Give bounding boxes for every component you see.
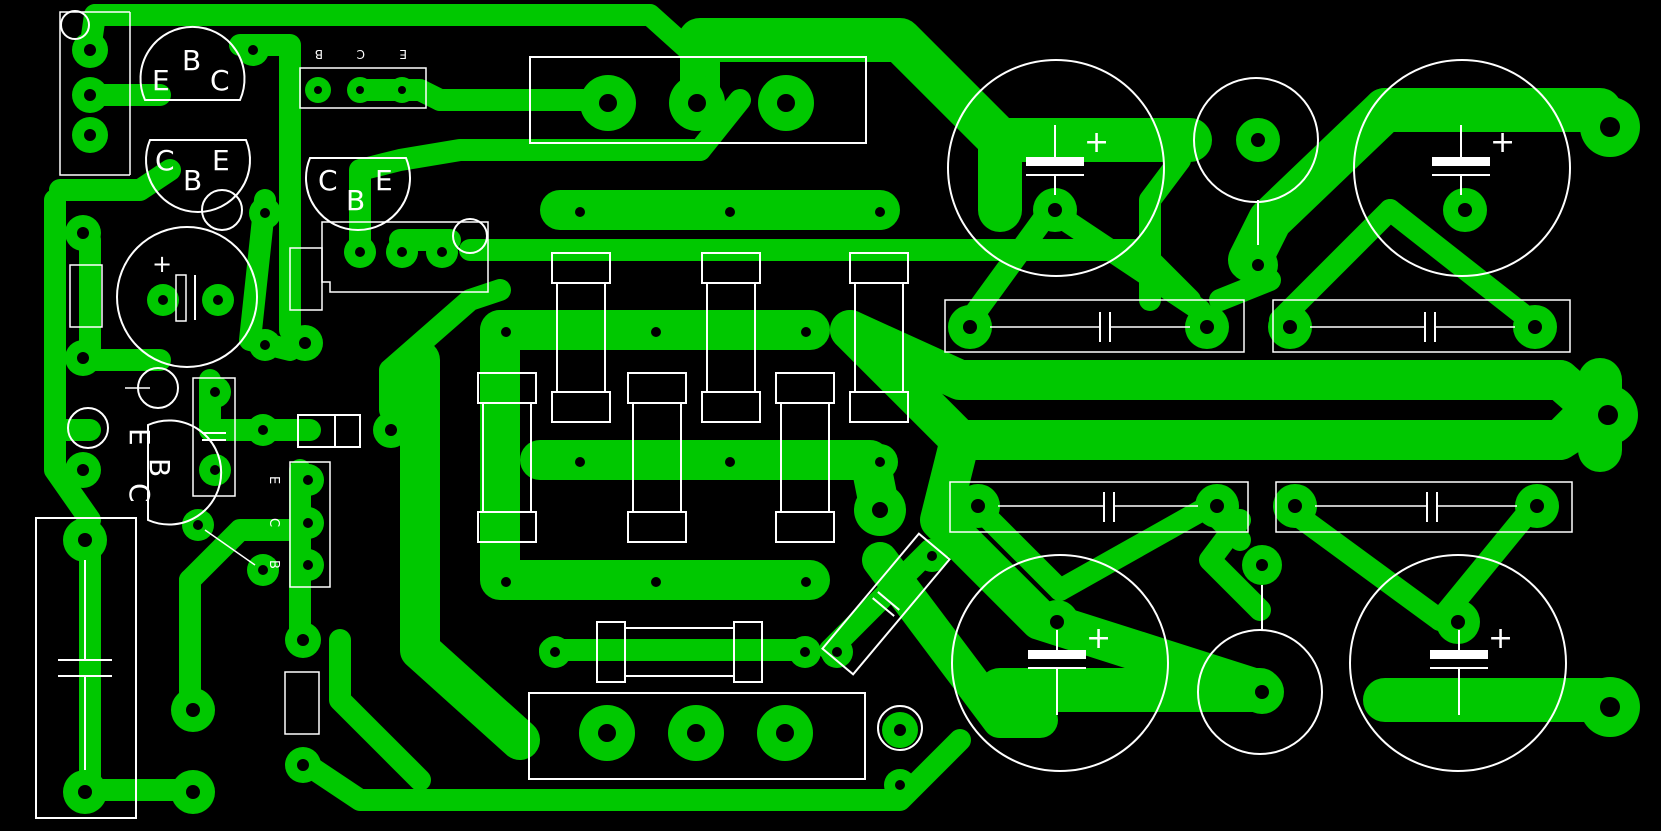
copper-pads xyxy=(63,32,1640,814)
q1-pin-c: C xyxy=(210,64,230,97)
silkscreen-labels: E B C C B E C B E E B C B C E E C B + + … xyxy=(123,44,1515,656)
side-label-b: B xyxy=(266,560,281,569)
q2-pin-c: C xyxy=(155,144,175,177)
q4-pin-b: B xyxy=(143,458,176,477)
q1-pin-b: B xyxy=(182,44,201,77)
small-cap-plus: + xyxy=(152,250,172,278)
side-label-c: C xyxy=(266,518,281,527)
header-label-e: E xyxy=(399,47,407,61)
cap2-plus: + xyxy=(1490,125,1515,160)
q3-pin-b: B xyxy=(346,184,365,217)
cap3-plus: + xyxy=(1086,621,1111,656)
header-label-b: B xyxy=(315,47,323,61)
cap4-plus: + xyxy=(1488,621,1513,656)
silkscreen xyxy=(35,10,1573,819)
q2-pin-e: E xyxy=(212,144,230,177)
q3-pin-e: E xyxy=(375,164,393,197)
side-label-e: E xyxy=(266,476,281,484)
cap1-plus: + xyxy=(1084,125,1109,160)
q4-pin-c: C xyxy=(123,483,156,503)
header-label-c: C xyxy=(357,47,365,61)
q1-pin-e: E xyxy=(152,64,170,97)
q3-pin-c: C xyxy=(318,164,338,197)
q4-pin-e: E xyxy=(123,428,156,446)
q2-pin-b: B xyxy=(183,164,202,197)
